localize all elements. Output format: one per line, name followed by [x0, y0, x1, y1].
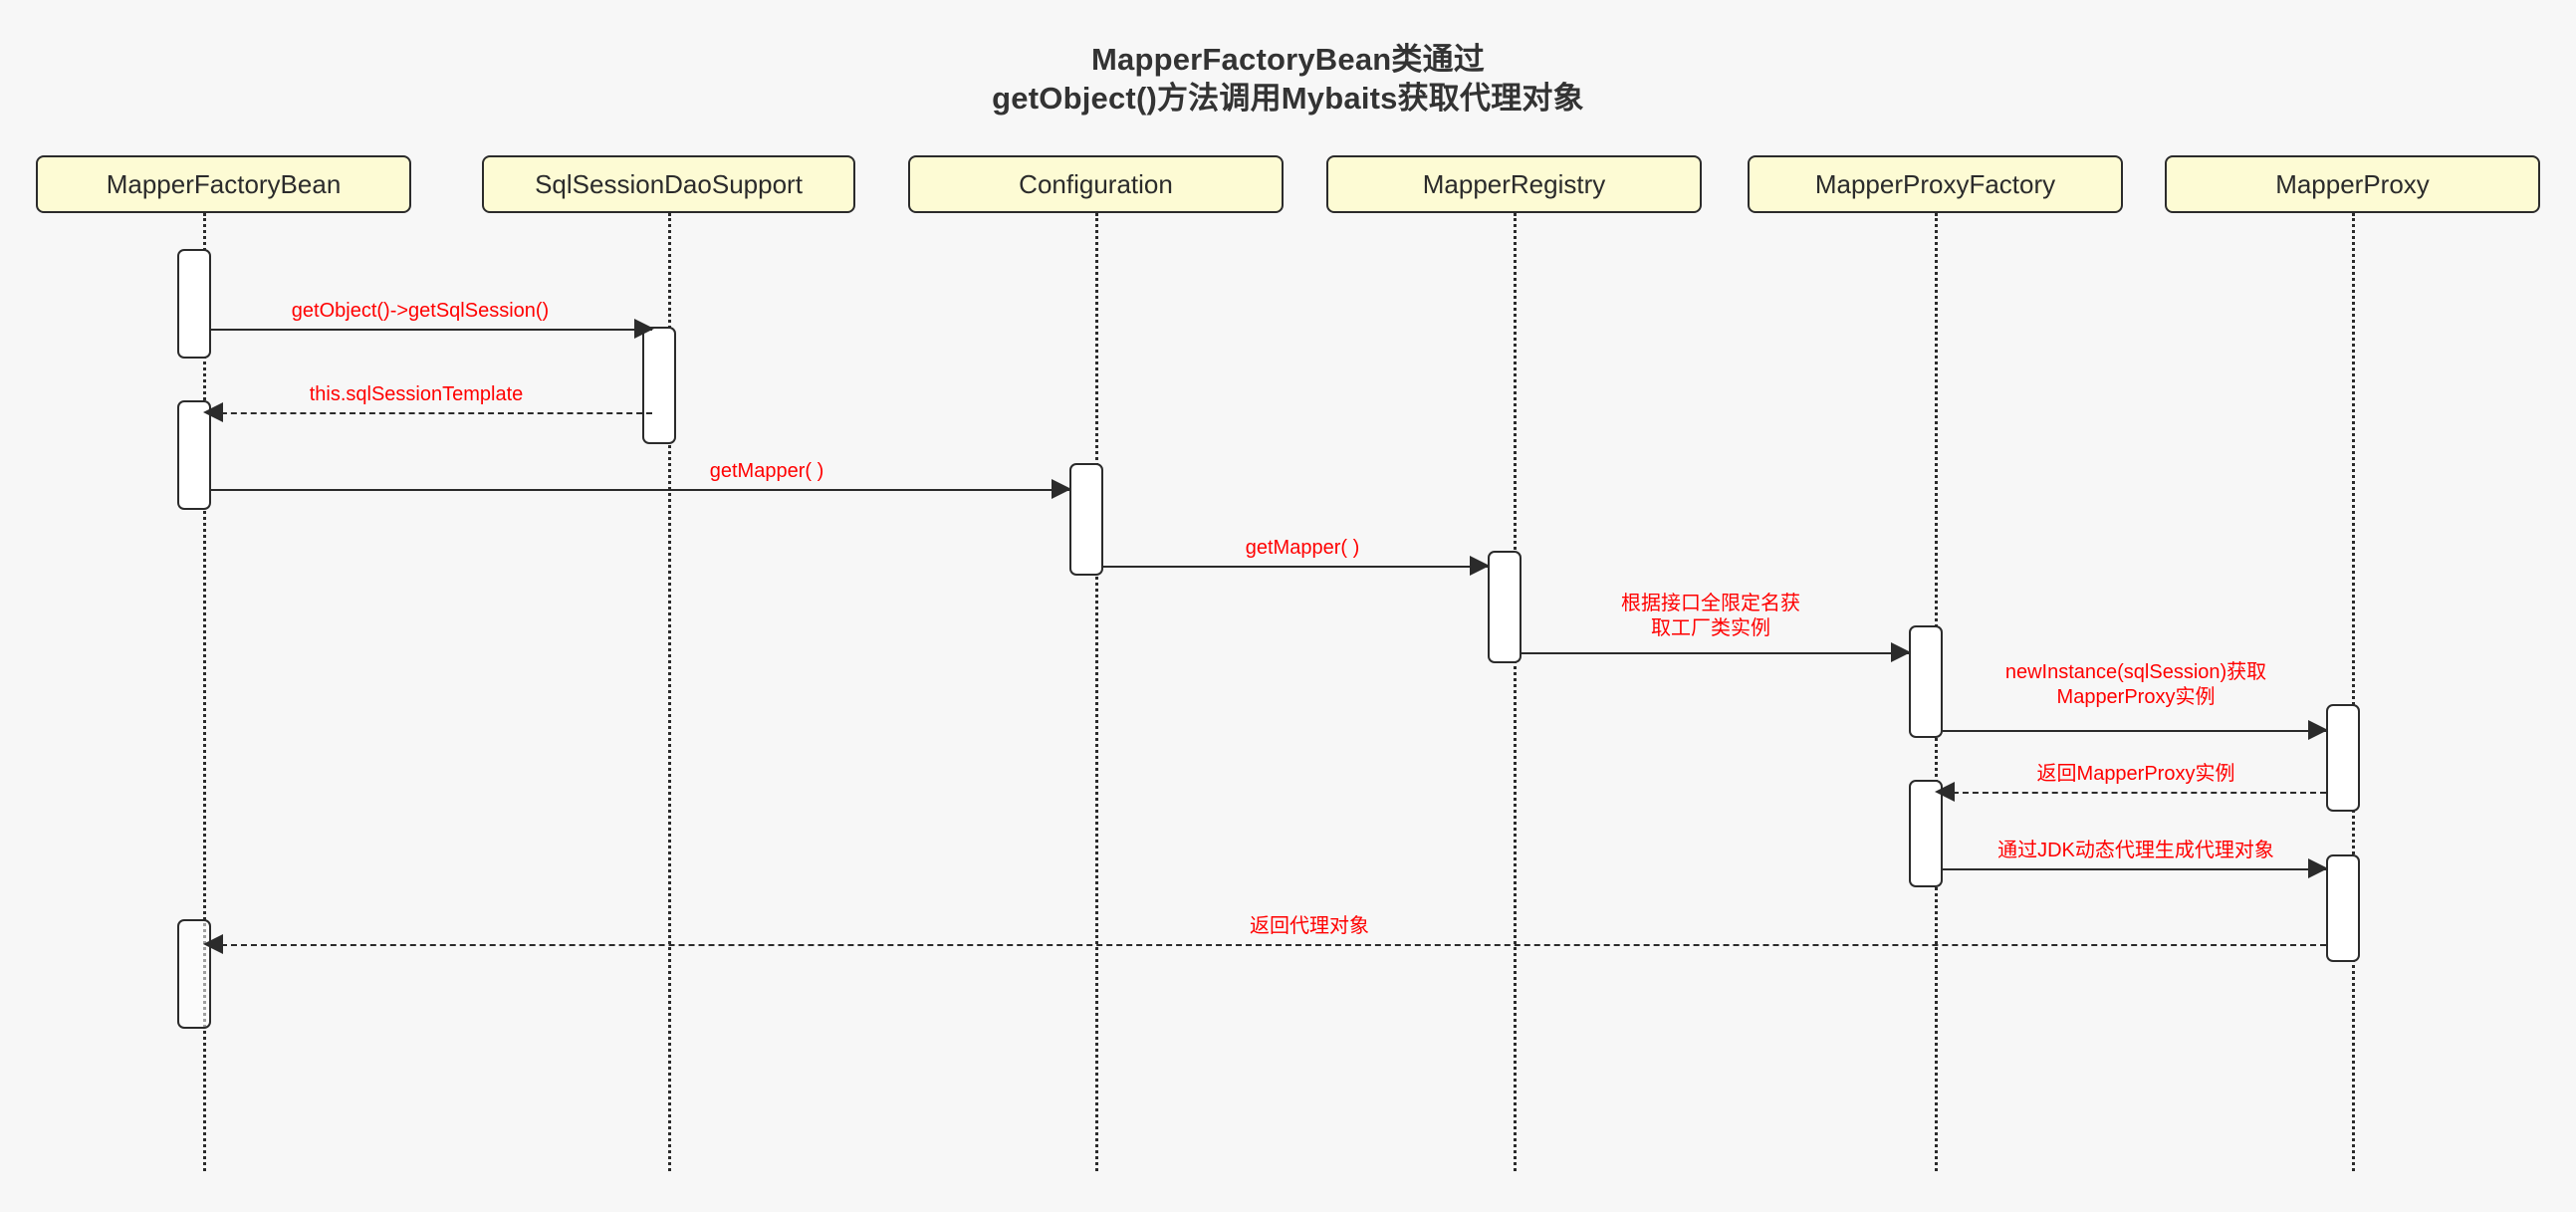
message-arrowhead-8 — [2308, 858, 2328, 878]
activation-sqlsessiondaosupport-1 — [642, 327, 676, 444]
message-arrowhead-9 — [203, 934, 223, 954]
message-arrowhead-7 — [1935, 782, 1955, 802]
participant-label: MapperProxyFactory — [1814, 168, 2056, 199]
message-arrowhead-1 — [634, 319, 654, 339]
message-line-5 — [1522, 652, 1909, 654]
message-arrowhead-5 — [1891, 642, 1911, 662]
message-label-7: 返回MapperProxy实例 — [2036, 763, 2235, 785]
diagram-title-line-2: getObject()方法调用Mybaits获取代理对象 — [992, 81, 1584, 117]
lifeline-sqlsessiondaosupport — [668, 213, 671, 1171]
message-arrowhead-6 — [2308, 720, 2328, 740]
activation-mapperfactorybean-1 — [177, 249, 211, 359]
message-line-1 — [211, 329, 652, 331]
message-label-3: getMapper( ) — [709, 460, 824, 482]
participant-box-configuration[interactable]: Configuration — [908, 155, 1284, 213]
message-arrowhead-3 — [1052, 479, 1071, 499]
message-label-1: getObject()->getSqlSession() — [291, 300, 550, 322]
participant-label: Configuration — [1019, 168, 1173, 199]
activation-configuration-1 — [1069, 463, 1103, 576]
participant-box-mapperregistry[interactable]: MapperRegistry — [1326, 155, 1702, 213]
participant-label: SqlSessionDaoSupport — [535, 168, 803, 199]
message-line-9 — [211, 944, 2326, 946]
message-line-3 — [211, 489, 1069, 491]
message-label-8: 通过JDK动态代理生成代理对象 — [1997, 840, 2274, 861]
message-arrowhead-4 — [1470, 556, 1490, 576]
activation-mapperproxy-2 — [2326, 854, 2360, 962]
lifeline-mapperproxy — [2352, 213, 2355, 1171]
activation-mapperproxy-1 — [2326, 704, 2360, 812]
diagram-title-line-1: MapperFactoryBean类通过 — [1090, 42, 1486, 77]
activation-mapperproxyfactory-1 — [1909, 625, 1943, 738]
message-label-9: 返回代理对象 — [1250, 915, 1369, 937]
lifeline-configuration — [1095, 213, 1098, 1171]
participant-label: MapperRegistry — [1422, 168, 1606, 199]
lifeline-mapperfactorybean — [203, 213, 206, 1171]
participant-box-mapperproxy[interactable]: MapperProxy — [2165, 155, 2540, 213]
message-line-8 — [1943, 868, 2326, 870]
participant-label: MapperFactoryBean — [106, 168, 342, 199]
participant-box-mapperproxyfactory[interactable]: MapperProxyFactory — [1748, 155, 2123, 213]
lifeline-mapperregistry — [1514, 213, 1517, 1171]
message-label-5: 根据接口全限定名获 取工厂类实例 — [1621, 593, 1800, 639]
diagram-title: MapperFactoryBean类通过 getObject()方法调用Myba… — [0, 40, 2576, 119]
message-arrowhead-2 — [203, 402, 223, 422]
message-line-7 — [1943, 792, 2326, 794]
message-label-4: getMapper( ) — [1245, 537, 1360, 559]
activation-mapperfactorybean-3 — [177, 919, 211, 1029]
message-line-2 — [211, 412, 652, 414]
participant-box-sqlsessiondaosupport[interactable]: SqlSessionDaoSupport — [482, 155, 855, 213]
message-label-6: newInstance(sqlSession)获取 MapperProxy实例 — [2004, 661, 2267, 708]
message-label-2: this.sqlSessionTemplate — [309, 383, 524, 405]
participant-label: MapperProxy — [2275, 168, 2430, 199]
message-line-6 — [1943, 730, 2326, 732]
message-line-4 — [1103, 566, 1488, 568]
activation-mapperregistry-1 — [1488, 551, 1522, 663]
participant-box-mapperfactorybean[interactable]: MapperFactoryBean — [36, 155, 411, 213]
